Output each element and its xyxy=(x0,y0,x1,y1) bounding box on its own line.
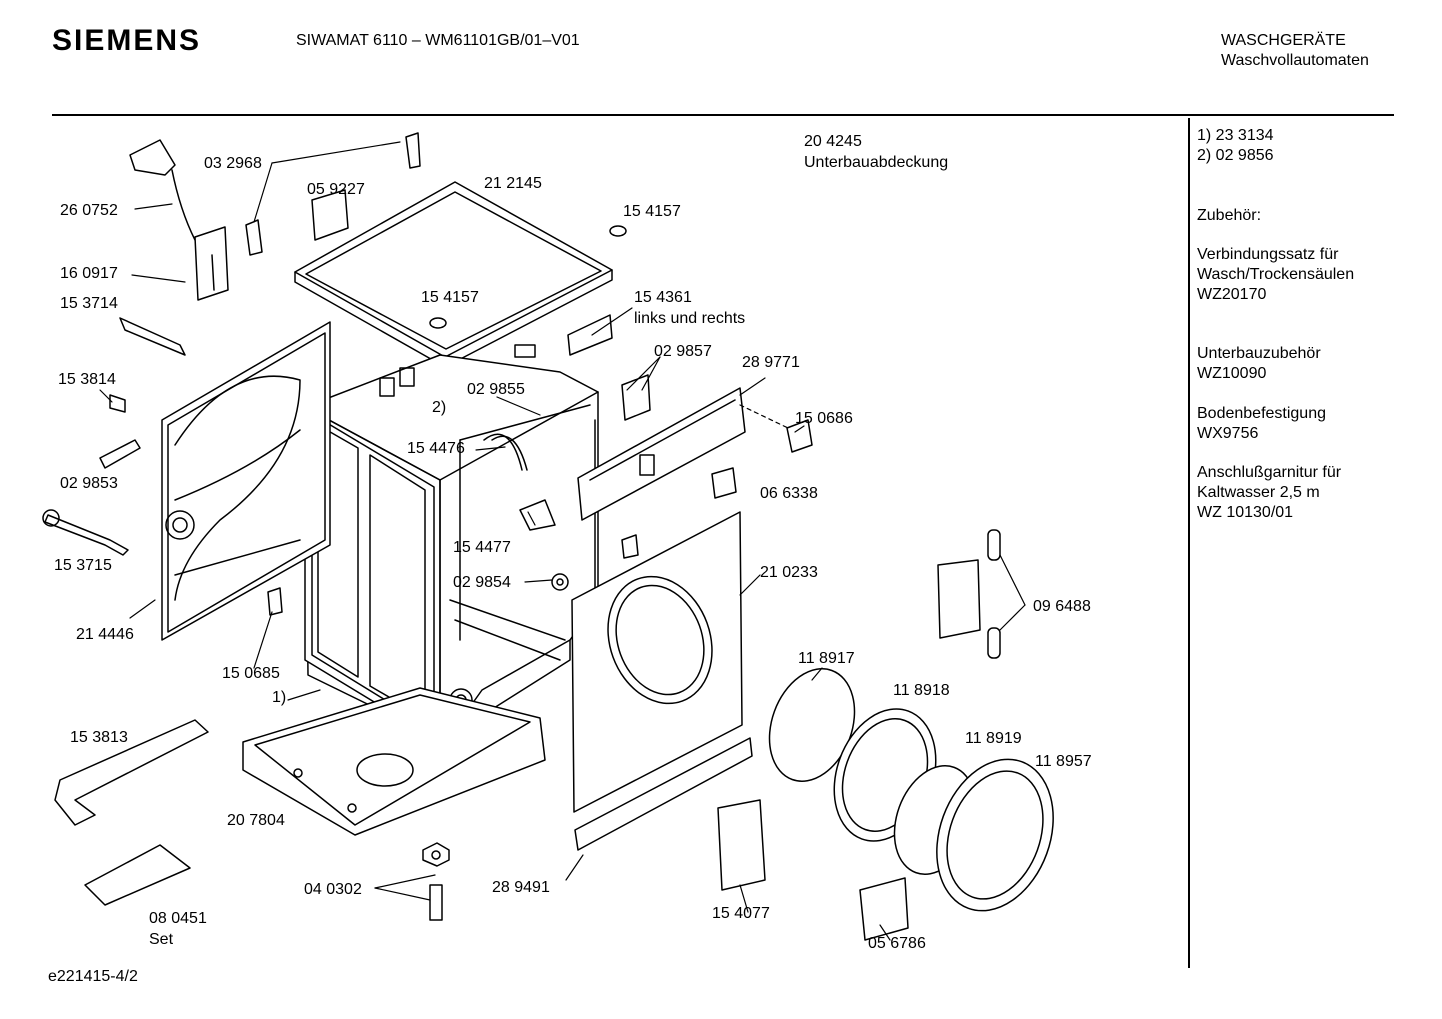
part-label: 05 6786 xyxy=(868,935,926,952)
accessories-title: Zubehör: xyxy=(1197,207,1262,224)
header-divider xyxy=(52,114,1394,116)
part-label: 11 8919 xyxy=(965,730,1022,747)
accessory-line: Bodenbefestigung xyxy=(1197,405,1326,422)
accessory-line: WZ20170 xyxy=(1197,286,1267,303)
accessory-line: WZ10090 xyxy=(1197,365,1267,382)
accessory-group: Bodenbefestigung WX9756 xyxy=(1197,404,1326,444)
part-label: 15 4157 xyxy=(421,289,479,306)
part-label: 02 9855 xyxy=(467,381,525,398)
part-label: 28 9771 xyxy=(742,354,800,371)
part-label: 15 4361 xyxy=(634,289,692,306)
part-label: 26 0752 xyxy=(60,202,118,219)
category-subtitle: Waschvollautomaten xyxy=(1221,52,1369,69)
base-tray-drawing xyxy=(242,687,546,836)
footnote-1: 1) 23 3134 xyxy=(1197,127,1274,144)
part-label: 15 3715 xyxy=(54,557,112,574)
part-label: 28 9491 xyxy=(492,879,550,896)
part-label: 21 2145 xyxy=(484,175,542,192)
document-id: e221415-4/2 xyxy=(48,968,138,985)
part-label: 16 0917 xyxy=(60,265,118,282)
accessory-line: Wasch/Trockensäulen xyxy=(1197,266,1355,283)
part-label: 05 9227 xyxy=(307,181,365,198)
part-label: 03 2968 xyxy=(204,155,262,172)
model-title: SIWAMAT 6110 – WM61101GB/01–V01 xyxy=(296,32,580,49)
accessory-group: Verbindungssatz für Wasch/Trockensäulen … xyxy=(1197,245,1354,305)
part-label: 11 8917 xyxy=(798,650,855,667)
accessory-line: Verbindungssatz für xyxy=(1197,246,1339,263)
part-label: 02 9857 xyxy=(654,343,712,360)
footnote-2: 2) 02 9856 xyxy=(1197,147,1274,164)
part-label: 15 3813 xyxy=(70,729,128,746)
part-label: 15 4077 xyxy=(712,905,770,922)
part-description: Unterbauabdeckung xyxy=(804,154,949,171)
door-ring-drawings xyxy=(768,668,1054,912)
small-parts-drawings xyxy=(42,132,1001,941)
accessory-line: Kaltwasser 2,5 m xyxy=(1197,484,1320,501)
accessory-line: Anschlußgarnitur für xyxy=(1197,464,1342,481)
part-label: 04 0302 xyxy=(304,881,362,898)
cabinet-drawing xyxy=(304,344,599,743)
rear-panel-drawing xyxy=(161,321,331,641)
part-description: links und rechts xyxy=(634,310,746,327)
kick-plate-drawing xyxy=(574,737,753,851)
accessory-group: Unterbauzubehör WZ10090 xyxy=(1197,344,1321,384)
sidebar-divider xyxy=(1188,118,1190,968)
part-label: 02 9854 xyxy=(453,574,511,591)
part-label: 06 6338 xyxy=(760,485,818,502)
part-label: 21 4446 xyxy=(76,626,134,643)
part-label: 15 0686 xyxy=(795,410,853,427)
part-label: 15 4477 xyxy=(453,539,511,556)
part-description: Set xyxy=(149,931,174,948)
part-label: 09 6488 xyxy=(1033,598,1091,615)
accessory-group: Anschlußgarnitur für Kaltwasser 2,5 m WZ… xyxy=(1197,463,1341,523)
part-label: 20 4245 xyxy=(804,133,862,150)
part-label: 15 4476 xyxy=(407,440,465,457)
part-label: 11 8918 xyxy=(893,682,950,699)
part-label: 21 0233 xyxy=(760,564,818,581)
part-label: 15 0685 xyxy=(222,665,280,682)
footnote-ref: 1) xyxy=(272,689,287,706)
accessory-line: WZ 10130/01 xyxy=(1197,504,1294,521)
part-label: 08 0451 xyxy=(149,910,207,927)
top-cover-drawing xyxy=(294,181,613,368)
part-label: 15 3814 xyxy=(58,371,116,388)
brand-logo: SIEMENS xyxy=(52,24,202,57)
front-panel-drawing xyxy=(571,511,743,813)
part-label: 15 4157 xyxy=(623,203,681,220)
leader-lines xyxy=(99,141,1026,941)
part-label: 15 3714 xyxy=(60,295,118,312)
footnote-ref: 2) xyxy=(432,399,447,416)
accessory-line: WX9756 xyxy=(1197,425,1259,442)
part-label: 11 8957 xyxy=(1035,753,1092,770)
part-label: 20 7804 xyxy=(227,812,285,829)
part-label: 02 9853 xyxy=(60,475,118,492)
category-title: WASCHGERÄTE xyxy=(1221,32,1346,49)
accessory-line: Unterbauzubehör xyxy=(1197,345,1321,362)
control-strip-drawing xyxy=(577,387,746,521)
